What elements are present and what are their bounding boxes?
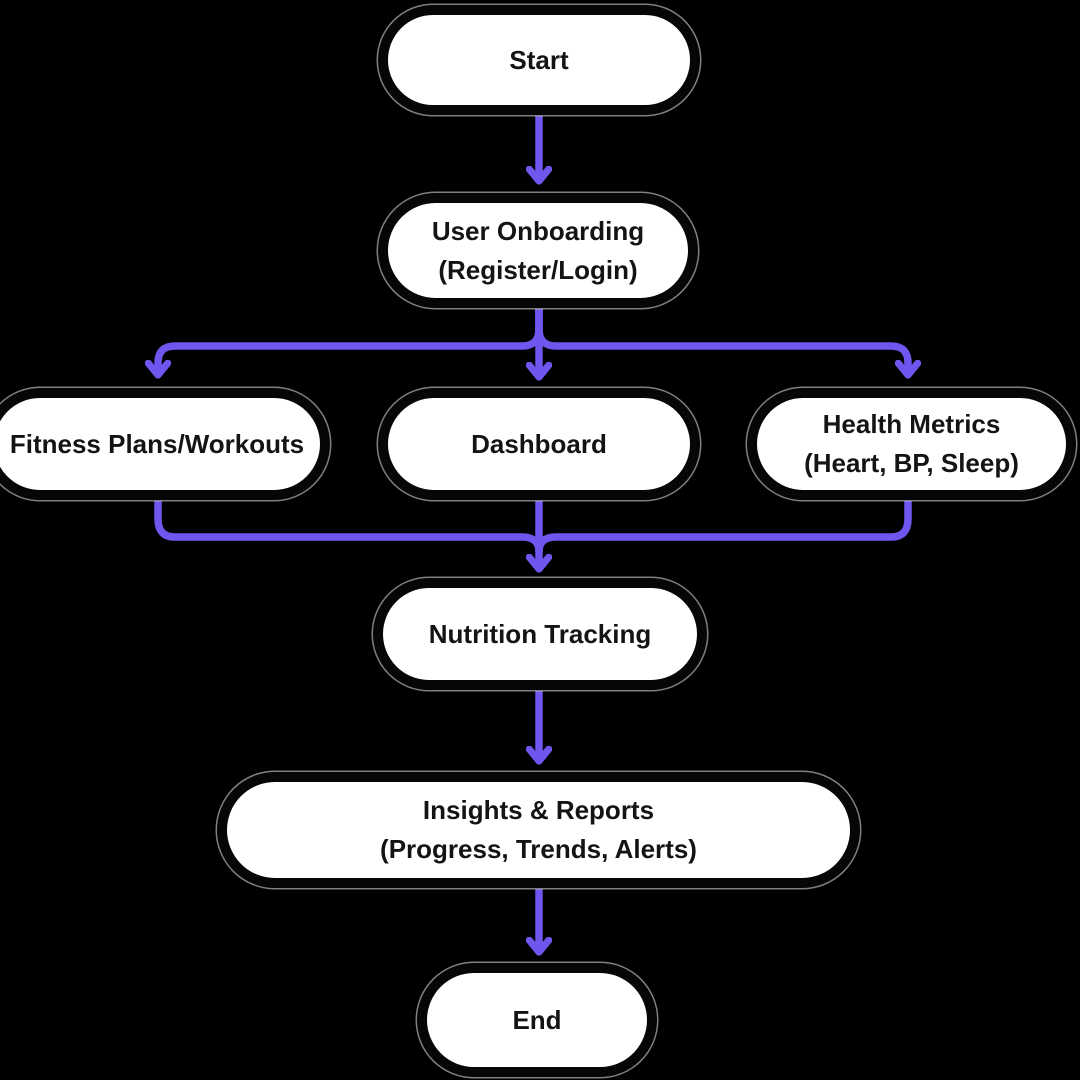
node-health-metrics: Health Metrics (Heart, BP, Sleep) [747,388,1076,500]
node-fitness-plans-label: Fitness Plans/Workouts [9,428,305,459]
node-health-metrics-label: Health Metrics (Heart, BP, Sleep) [804,409,1019,478]
node-nutrition-tracking: Nutrition Tracking [373,578,707,690]
edge-onboarding-health [535,309,908,374]
edge-fitness-nutrition [154,501,543,553]
node-start: Start [378,5,700,115]
node-insights-reports: Insights & Reports (Progress, Trends, Al… [217,772,860,888]
edge-onboarding-fitness [158,309,543,374]
node-user-onboarding: User Onboarding (Register/Login) [378,193,698,308]
node-user-onboarding-label: User Onboarding (Register/Login) [431,215,645,285]
node-end: End [417,963,657,1077]
node-fitness-plans: Fitness Plans/Workouts [0,388,330,500]
node-start-label: Start [509,44,569,75]
edge-health-nutrition [535,501,912,553]
node-dashboard: Dashboard [378,388,700,500]
node-dashboard-label: Dashboard [471,428,607,459]
node-nutrition-tracking-label: Nutrition Tracking [428,618,652,649]
node-insights-reports-label: Insights & Reports (Progress, Trends, Al… [380,795,697,864]
node-end-label: End [512,1004,562,1035]
